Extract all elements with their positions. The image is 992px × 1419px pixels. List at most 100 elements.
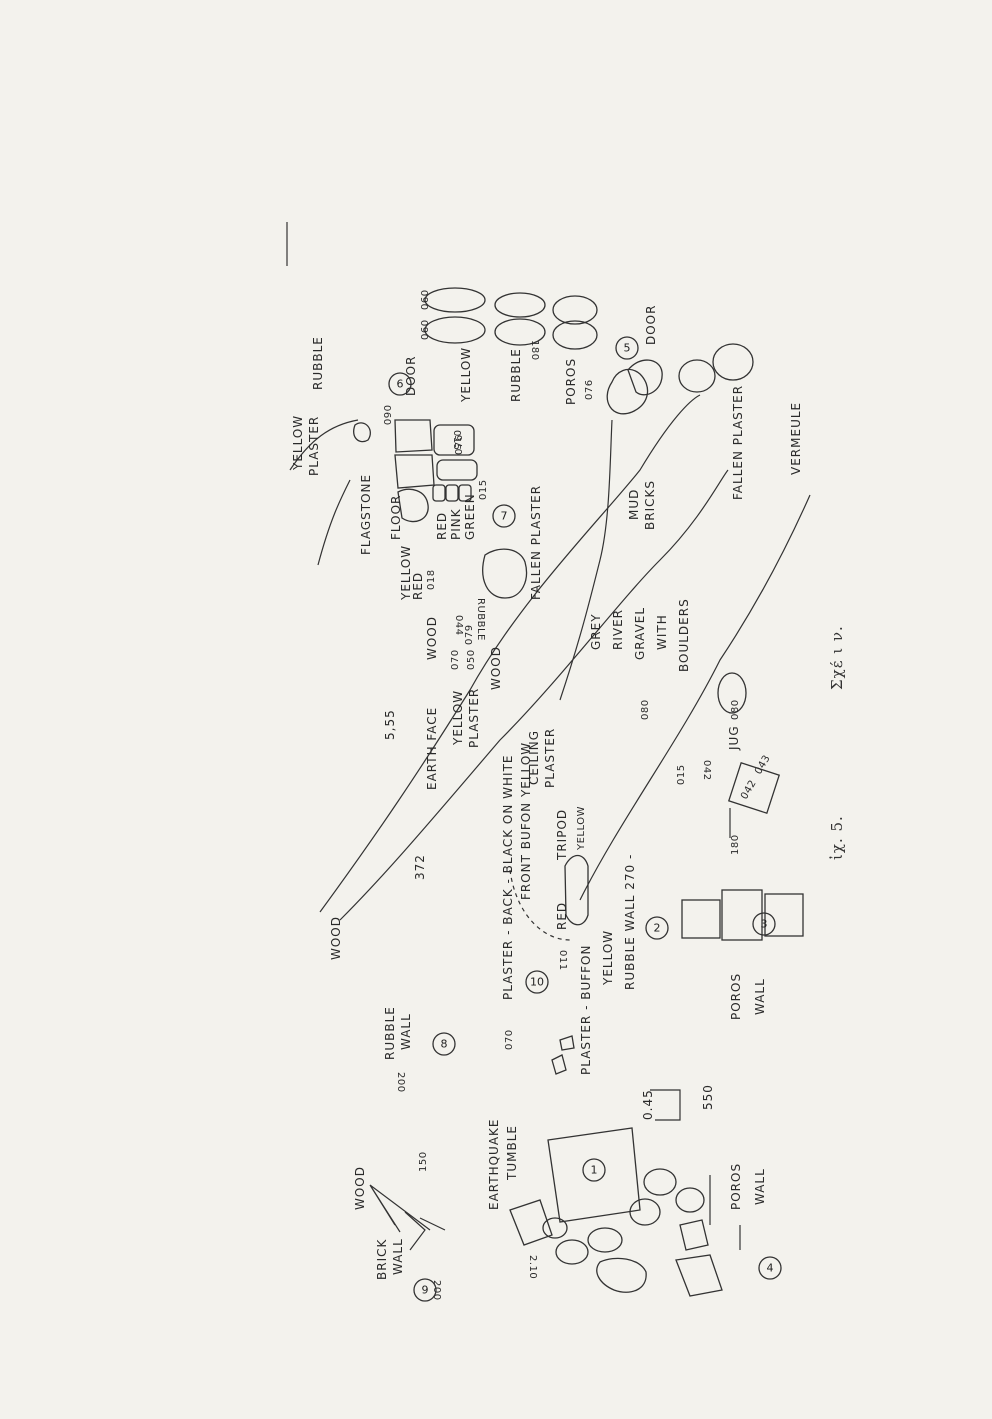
figure-caption: Σχέ ι ν. [828,625,846,690]
svg-text:3: 3 [761,918,768,931]
label-bricks: BRICKS [643,480,657,530]
label-earth-face: EARTH FACE [425,707,439,790]
label-tumble: TUMBLE [505,1125,519,1181]
m-555: 5,55 [383,709,397,740]
label-gravel: GRAVEL [633,607,647,660]
label-wall-mid: WALL [753,978,767,1015]
label-brick-wall: WALL [391,1238,405,1275]
label-yellow-lower: YELLOW [601,930,615,986]
marker-3: 3 [752,912,776,936]
label-rubble-top: RUBBLE [311,336,325,390]
flagstone-floor-stones [353,419,478,523]
svg-text:1: 1 [591,1164,598,1177]
jug-shape [717,672,747,714]
marker-2: 2 [645,916,669,940]
label-poros-bottom: POROS [729,1163,743,1210]
label-wall-8: WALL [399,1013,413,1050]
m-372: 372 [413,854,427,880]
earthquake-tumble-stones [509,1127,723,1297]
m-550: 550 [701,1084,715,1110]
jug-block [727,761,781,815]
svg-text:4: 4 [767,1262,774,1275]
label-tripod: TRIPOD [555,809,569,861]
label-fallen-plaster-1: FALLEN PLASTER [529,485,543,600]
measurements-group: 060 060 060 015 076 015 180 076 018 044 … [381,289,773,1300]
m-180: 180 [529,340,540,361]
label-wood-bottom: WOOD [353,1166,367,1210]
svg-text:10: 10 [530,976,544,989]
rubble-wall-stones [681,889,804,941]
label-tripod-yellow: YELLOW [576,806,587,851]
svg-text:5: 5 [624,342,631,355]
rubble-small-stones [551,1035,575,1075]
m-042-a: 042 [701,760,712,781]
label-with: WITH [655,614,669,650]
m-076-b: 076 [584,379,595,400]
label-earthquake: EARTHQUAKE [487,1119,501,1211]
label-vermeule: VERMEULE [789,402,803,475]
svg-text:6: 6 [397,378,404,391]
m-043: 043 [753,753,773,776]
brick-wall-lines [404,1211,446,1251]
label-door-5: DOOR [644,305,658,345]
label-plaster-back: PLASTER - BACK - BLACK ON WHITE [501,755,515,1001]
m-180-b: 180 [730,834,741,855]
m-210: 2.10 [527,1255,538,1279]
m-076-a: 076 [454,434,465,455]
marker-10: 10 [525,970,549,994]
label-plaster-mid: PLASTER [467,688,481,748]
m-150: 150 [418,1151,429,1172]
marker-5: 5 [615,336,639,360]
label-yellow-red-1: YELLOW [399,545,413,601]
svg-text:2: 2 [654,922,661,935]
m-044: 044 [453,615,464,636]
marker-9: 9 [413,1278,437,1302]
label-rubble-small: RUBBLE [475,598,486,641]
marker-4: 4 [758,1256,782,1280]
label-flagstone: FLAGSTONE [359,474,373,555]
m-018: 018 [426,569,437,590]
label-rubble-8: RUBBLE [383,1006,397,1060]
label-rubble-wall-270: RUBBLE WALL 270 - [623,854,637,990]
label-poros-mid: POROS [729,973,743,1020]
label-boulders: BOULDERS [677,598,691,672]
label-yellow-right: YELLOW [459,347,473,403]
m-070-b: 070 [504,1029,515,1050]
fallen-plaster-blob [482,548,528,599]
label-floor: FLOOR [389,495,403,540]
label-tripod-red: RED [555,902,569,930]
m-045: 0.45 [641,1089,655,1120]
svg-text:7: 7 [501,510,508,523]
gravel-boundary-curve [579,494,811,901]
label-wood-left: WOOD [329,916,343,960]
poros-wall-line [650,1089,681,1121]
label-pink: PINK [449,508,463,540]
label-poros-right: POROS [564,358,578,405]
label-river: RIVER [611,609,625,650]
label-jug: JUG [727,725,741,751]
wood-lines [369,1184,431,1233]
yellow-plaster-lower-curve [339,469,729,921]
m-015-a: 015 [451,430,462,451]
label-yellow-mid: YELLOW [451,690,465,746]
labels-group: RUBBLE YELLOW PLASTER FLAGSTONE FLOOR RE… [291,305,803,1280]
m-080-a: 080 [640,699,651,720]
m-060-a: 060 [381,405,392,426]
m-050: 050 [466,649,477,670]
fallen-plaster-curve [559,419,613,701]
figure-caption-left: ἰχ. 5. [828,815,846,860]
label-mud: MUD [627,489,641,520]
label-brick: BRICK [375,1239,389,1280]
m-080-b: 080 [730,699,741,720]
label-ceiling-plaster: PLASTER [543,728,557,788]
label-grey: GREY [589,613,603,650]
label-wall-bottom: WALL [753,1168,767,1205]
m-200-a: 200 [395,1072,406,1093]
top-left-arc [317,479,351,566]
label-red: RED [435,512,449,540]
tripod-dash-boundary [509,869,571,941]
m-015-b: 015 [478,479,489,500]
marker-6: 6 [388,372,412,396]
